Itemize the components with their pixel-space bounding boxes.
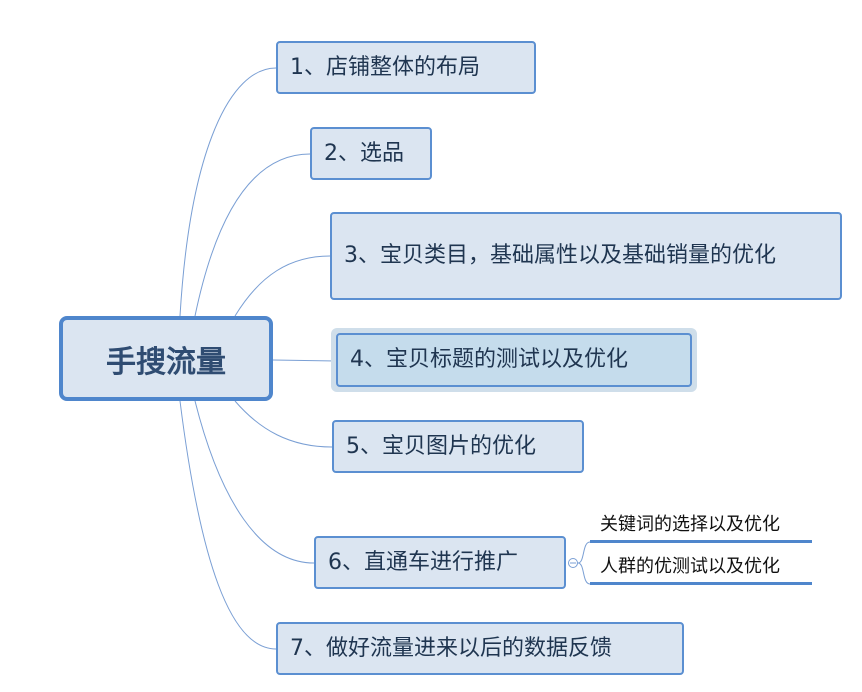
branch-7[interactable]: 7、做好流量进来以后的数据反馈	[276, 622, 684, 675]
branch-3[interactable]: 3、宝贝类目，基础属性以及基础销量的优化	[330, 212, 842, 300]
branch-4-selected[interactable]: 4、宝贝标题的测试以及优化	[336, 333, 692, 387]
sub-branch-audience[interactable]: 人群的优测试以及优化	[590, 555, 812, 585]
branch-1[interactable]: 1、店铺整体的布局	[276, 41, 536, 94]
branch-5[interactable]: 5、宝贝图片的优化	[332, 420, 584, 473]
central-topic[interactable]: 手搜流量	[59, 316, 273, 401]
sub-branch-keywords[interactable]: 关键词的选择以及优化	[590, 513, 812, 543]
branch-6[interactable]: 6、直通车进行推广	[314, 536, 566, 589]
branch-2[interactable]: 2、选品	[310, 127, 432, 180]
